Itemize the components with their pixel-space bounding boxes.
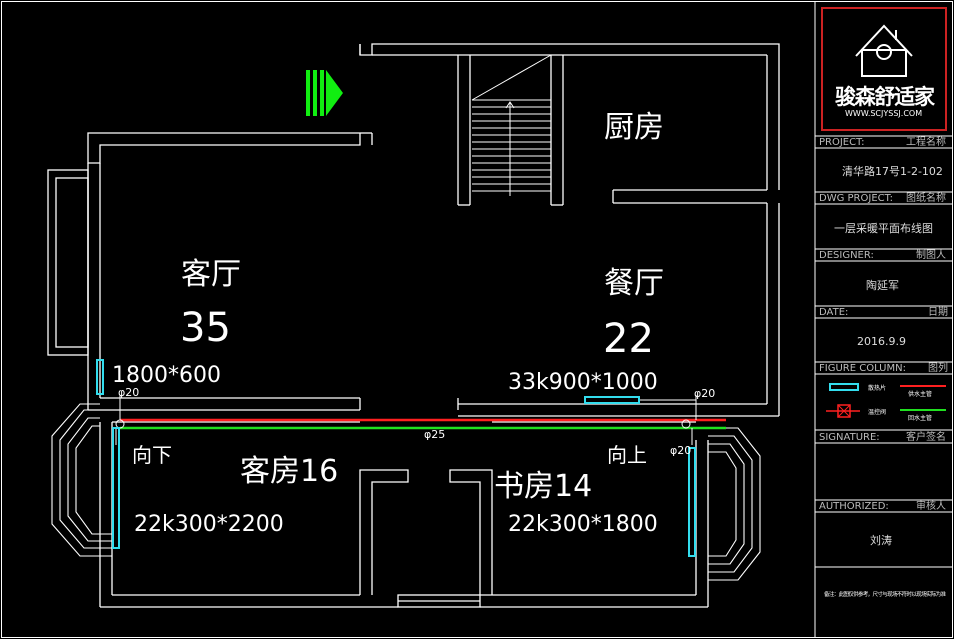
project-value: 清华路17号1-2-102 <box>842 164 943 178</box>
title-block: 骏森舒适家 WWW.SCJYSSJ.COM PROJECT: 工程名称 清华路1… <box>815 7 953 598</box>
legend-valve-icon <box>837 404 851 418</box>
radiators <box>96 359 696 557</box>
legend-radiator-icon <box>829 383 859 391</box>
designer-label-cn: 制图人 <box>916 248 946 261</box>
riser-up-icon <box>681 419 691 429</box>
project-label-en: PROJECT: <box>819 137 864 148</box>
radiator-dining <box>584 396 640 404</box>
room-name-guest: 客房16 <box>240 454 338 489</box>
pipe-down-label: 向下 <box>132 443 172 467</box>
staircase <box>471 54 552 196</box>
pipe-diameter-mid: φ25 <box>424 428 445 441</box>
dwg-label-en: DWG PROJECT: <box>819 193 893 204</box>
logo-text: 骏森舒适家 <box>835 85 936 109</box>
legend-supply-label: 供水主管 <box>908 390 932 398</box>
pipe-diameter-left: φ20 <box>118 386 139 399</box>
radiator-living <box>96 359 104 395</box>
room-name-living: 客厅 <box>181 257 241 292</box>
legend-radiator-label: 散热片 <box>868 384 886 392</box>
radiator-label-dining: 33k900*1000 <box>508 370 658 395</box>
date-label-en: DATE: <box>819 307 848 318</box>
figure-label-en: FIGURE COLUMN: <box>819 363 906 374</box>
legend-return-label: 回水主管 <box>908 414 932 422</box>
project-label-cn: 工程名称 <box>906 135 946 148</box>
room-name-dining: 餐厅 <box>604 266 664 301</box>
entrance-arrow-icon <box>306 70 343 116</box>
pipe-up-label: 向上 <box>607 443 647 467</box>
date-value: 2016.9.9 <box>857 335 906 348</box>
dwg-label-cn: 图纸名称 <box>906 191 946 204</box>
room-name-study: 书房14 <box>494 469 592 504</box>
room-name-kitchen: 厨房 <box>604 110 664 145</box>
logo-url: WWW.SCJYSSJ.COM <box>845 109 922 118</box>
room-area-dining: 22 <box>603 316 654 362</box>
date-label-cn: 日期 <box>928 306 948 318</box>
authorized-label-en: AUTHORIZED: <box>819 501 889 512</box>
designer-label-en: DESIGNER: <box>819 250 874 261</box>
radiator-label-living: 1800*600 <box>112 363 221 388</box>
walls <box>47 43 780 608</box>
authorized-label-cn: 审核人 <box>916 499 946 512</box>
pipe-diameter-right-top: φ20 <box>694 387 715 400</box>
radiator-label-guest: 22k300*2200 <box>134 512 284 537</box>
note-text: 备注：此图仅供参考，尺寸与现场不符时以现场实际为准 <box>824 590 946 598</box>
authorized-value: 刘涛 <box>870 533 892 547</box>
radiator-label-study: 22k300*1800 <box>508 512 658 537</box>
pipes <box>115 395 726 445</box>
bay-window-left <box>51 403 112 557</box>
dwg-value: 一层采暖平面布线图 <box>834 221 933 235</box>
logo-frame <box>821 7 947 131</box>
radiator-guest <box>112 427 120 549</box>
pipe-diameter-right-bottom: φ20 <box>670 444 691 457</box>
radiator-study <box>688 447 696 557</box>
bay-window-right <box>708 427 761 581</box>
designer-value: 陶延军 <box>866 278 899 292</box>
legend-valve-label: 温控阀 <box>868 408 886 416</box>
signature-label-cn: 客户签名 <box>906 430 946 443</box>
room-area-living: 35 <box>180 305 231 351</box>
house-logo-icon <box>855 24 913 77</box>
signature-label-en: SIGNATURE: <box>819 432 880 443</box>
figure-label-cn: 图列 <box>928 361 948 374</box>
